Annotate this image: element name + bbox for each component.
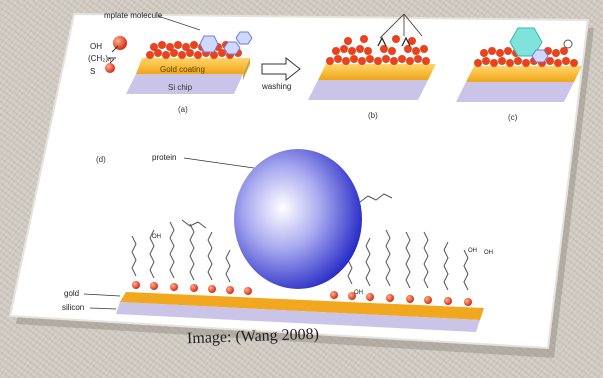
- panel-b-silicon: [308, 80, 428, 100]
- legend-ch2n-label: (CH₂)ₙ: [88, 54, 111, 63]
- panel-c-gold: [466, 66, 582, 82]
- si-chip-label: Si chip: [168, 83, 193, 92]
- panel-b: (b): [308, 13, 436, 120]
- panel-a: OH (CH₂)ₙ S mplate molecule Gold coating…: [88, 11, 253, 114]
- panel-a-template-2: [223, 41, 241, 55]
- washing-arrow: washing: [261, 56, 301, 91]
- panel-d: (d) protein OH OH OH OH: [62, 149, 493, 332]
- sulfur-beads: [132, 281, 472, 306]
- panel-c-template: [531, 49, 549, 63]
- panel-a-template-3: [235, 31, 253, 45]
- panel-b-label: (b): [368, 111, 378, 120]
- panel-a-silicon: [126, 74, 243, 94]
- template-molecule-label: mplate molecule: [104, 11, 163, 20]
- silicon-layer: [116, 302, 480, 332]
- gold-label: gold: [64, 289, 79, 298]
- panel-c-label: (c): [508, 113, 518, 122]
- panel-b-gold: [318, 64, 436, 80]
- legend-oh-bead: [113, 36, 127, 50]
- protein-label: protein: [152, 153, 176, 162]
- diagram-card: OH (CH₂)ₙ S mplate molecule Gold coating…: [8, 11, 594, 358]
- legend-s-bead: [105, 63, 115, 73]
- panel-c-silicon: [456, 82, 574, 102]
- panel-a-gold: [136, 58, 250, 74]
- legend-s-label: S: [90, 67, 95, 76]
- panel-d-label: (d): [96, 155, 106, 164]
- protein-sphere: [234, 149, 362, 289]
- oh-tail-label-4: OH: [354, 290, 363, 296]
- panel-a-label: (a): [178, 105, 188, 114]
- oh-tail-label-1: OH: [152, 234, 161, 240]
- panel-a-template-1: [199, 35, 219, 53]
- oh-tail-label-2: OH: [468, 248, 477, 254]
- silicon-label: silicon: [62, 303, 84, 312]
- oh-tail-label-3: OH: [484, 250, 493, 256]
- washing-label: washing: [261, 82, 291, 91]
- legend-oh-label: OH: [90, 42, 102, 51]
- panel-c: (c): [456, 27, 582, 122]
- gold-coating-label: Gold coating: [160, 65, 205, 74]
- gold-layer: [120, 292, 484, 320]
